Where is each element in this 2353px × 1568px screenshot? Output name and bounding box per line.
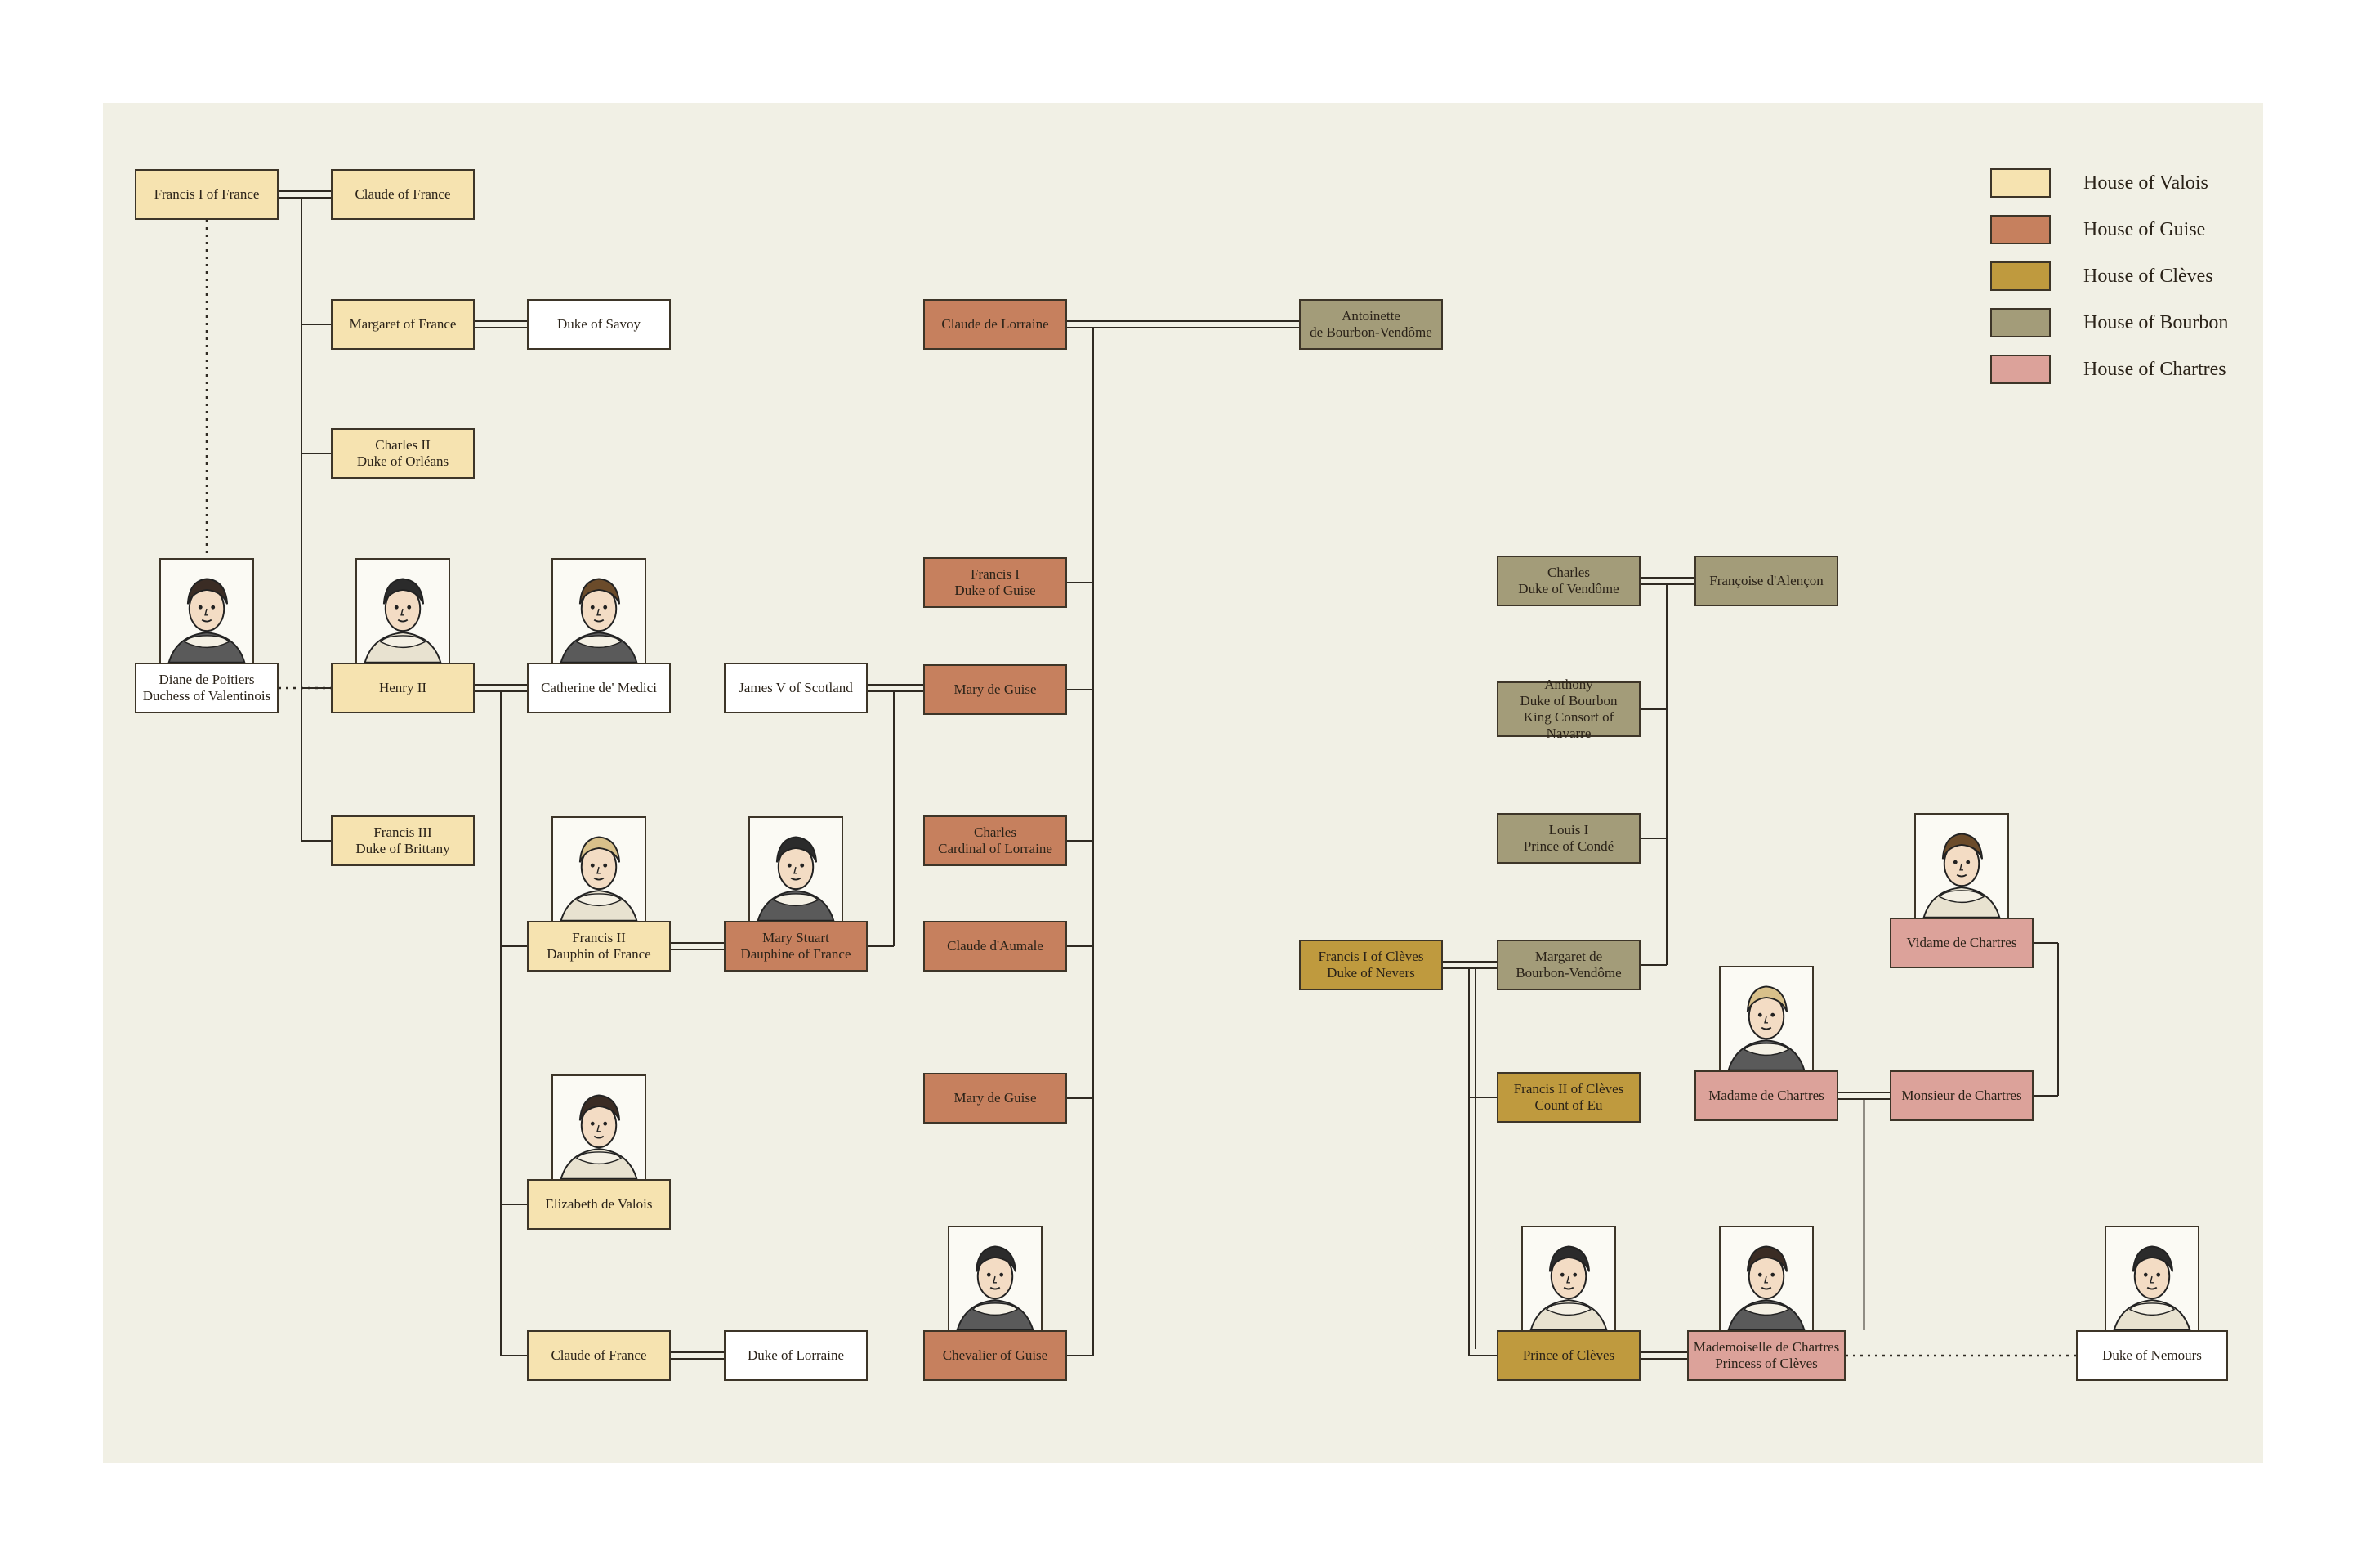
- person-madame-chartres: Madame de Chartres: [1694, 1070, 1838, 1121]
- person-anthony: Anthony Duke of Bourbon King Consort of …: [1497, 677, 1641, 741]
- person-prince-cleves: Prince of Clèves: [1497, 1330, 1641, 1381]
- person-diane: Diane de Poitiers Duchess of Valentinois: [135, 663, 279, 713]
- person-henry2: Henry II: [331, 663, 475, 713]
- person-mary-guise2: Mary de Guise: [923, 1073, 1067, 1124]
- vidame-portrait: [1914, 813, 2009, 919]
- person-margaret-france: Margaret of France: [331, 299, 475, 350]
- elizabeth-portrait: [551, 1074, 646, 1181]
- person-catherine: Catherine de' Medici: [527, 663, 671, 713]
- person-elizabeth: Elizabeth de Valois: [527, 1179, 671, 1230]
- person-claude-lorraine: Claude de Lorraine: [923, 299, 1067, 350]
- legend-swatch: [1990, 168, 2051, 198]
- person-mademoiselle: Mademoiselle de Chartres Princess of Clè…: [1687, 1330, 1846, 1381]
- person-monsieur-chartres: Monsieur de Chartres: [1890, 1070, 2034, 1121]
- person-claude-france2: Claude of France: [527, 1330, 671, 1381]
- person-mary-guise1: Mary de Guise: [923, 664, 1067, 715]
- person-louis1: Louis I Prince of Condé: [1497, 813, 1641, 864]
- legend-item-guise: House of Guise: [1990, 215, 2205, 244]
- legend-label: House of Clèves: [2083, 265, 2213, 287]
- francis-ii-portrait: [551, 816, 646, 922]
- person-charles-vendome: Charles Duke of Vendôme: [1497, 556, 1641, 606]
- connector-lines: [205, 190, 2076, 1360]
- mary-stuart-portrait: [748, 816, 843, 922]
- henry-ii-portrait: [355, 558, 450, 664]
- prince-cleves-portrait: [1521, 1226, 1616, 1332]
- legend-swatch: [1990, 215, 2051, 244]
- person-charles-cardinal: Charles Cardinal of Lorraine: [923, 815, 1067, 866]
- legend-item-chartres: House of Chartres: [1990, 355, 2226, 384]
- legend-label: House of Valois: [2083, 172, 2208, 194]
- diane-portrait: [159, 558, 254, 664]
- person-vidame: Vidame de Chartres: [1890, 918, 2034, 968]
- person-francis-cleves: Francis I of Clèves Duke of Nevers: [1299, 940, 1443, 990]
- legend-swatch: [1990, 261, 2051, 291]
- legend-label: House of Chartres: [2083, 358, 2226, 380]
- mademoiselle-portrait: [1719, 1226, 1814, 1332]
- catherine-portrait: [551, 558, 646, 664]
- legend-swatch: [1990, 355, 2051, 384]
- person-francis3: Francis III Duke of Brittany: [331, 815, 475, 866]
- legend-item-bourbon: House of Bourbon: [1990, 308, 2228, 337]
- person-claude-aumale: Claude d'Aumale: [923, 921, 1067, 972]
- person-claude-france: Claude of France: [331, 169, 475, 220]
- person-duke-nemours: Duke of Nemours: [2076, 1330, 2228, 1381]
- person-francoise: Françoise d'Alençon: [1694, 556, 1838, 606]
- person-francis-guise: Francis I Duke of Guise: [923, 557, 1067, 608]
- legend-swatch: [1990, 308, 2051, 337]
- chevalier-portrait: [948, 1226, 1043, 1332]
- person-francis1: Francis I of France: [135, 169, 279, 220]
- legend-item-cleves: House of Clèves: [1990, 261, 2213, 291]
- person-francis2: Francis II Dauphin of France: [527, 921, 671, 972]
- person-chevalier: Chevalier of Guise: [923, 1330, 1067, 1381]
- duke-nemours-portrait: [2105, 1226, 2199, 1332]
- legend-item-valois: House of Valois: [1990, 168, 2208, 198]
- person-margaret-bourbon: Margaret de Bourbon-Vendôme: [1497, 940, 1641, 990]
- person-james5: James V of Scotland: [724, 663, 868, 713]
- legend-label: House of Guise: [2083, 218, 2206, 240]
- person-francis2-cleves: Francis II of Clèves Count of Eu: [1497, 1072, 1641, 1123]
- person-duke-savoy: Duke of Savoy: [527, 299, 671, 350]
- person-mary-stuart: Mary Stuart Dauphine of France: [724, 921, 868, 972]
- legend-label: House of Bourbon: [2083, 311, 2229, 333]
- madame-chartres-portrait: [1719, 966, 1814, 1072]
- person-charles2: Charles II Duke of Orléans: [331, 428, 475, 479]
- person-duke-lorraine: Duke of Lorraine: [724, 1330, 868, 1381]
- person-antoinette: Antoinette de Bourbon-Vendôme: [1299, 299, 1443, 350]
